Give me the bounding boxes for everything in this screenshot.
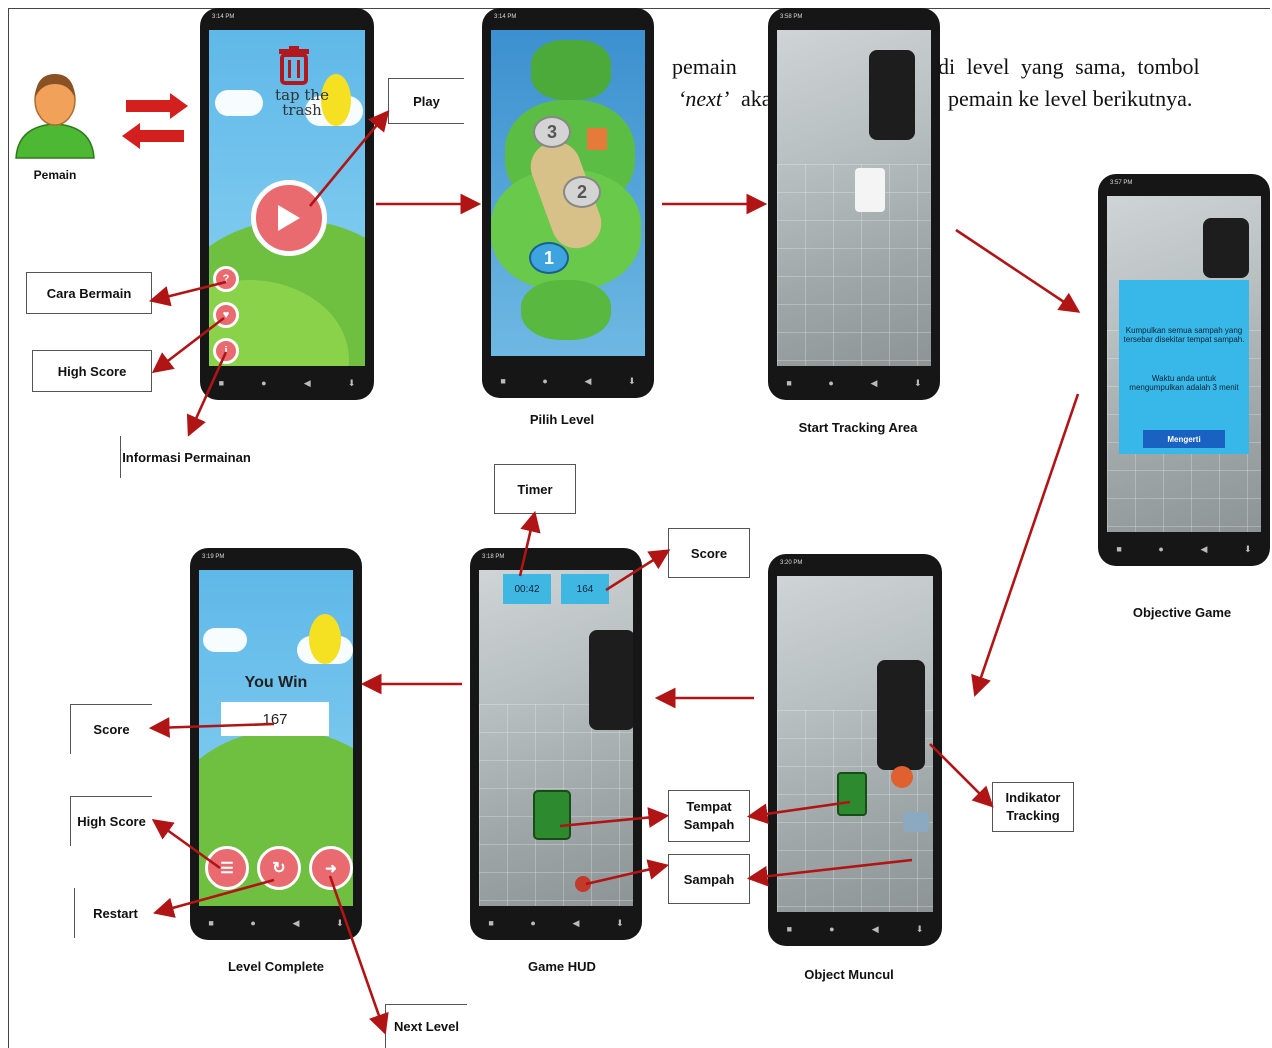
label-timer: Timer	[494, 464, 576, 514]
level-2-button[interactable]: 2	[563, 176, 601, 208]
label-informasi-permainan: Informasi Permainan	[120, 436, 252, 478]
level-1-button[interactable]: 1	[529, 242, 569, 274]
final-score: 167	[221, 702, 329, 736]
paragraph-line2-mid: aka	[741, 86, 772, 111]
nav-bar: ■●◀⬇	[786, 923, 924, 935]
label-tempat-sampah: Tempat Sampah	[668, 790, 750, 842]
nav-bar: ■●◀⬇	[1116, 543, 1252, 555]
camera-view	[777, 576, 933, 912]
floor	[777, 164, 931, 366]
label-high-score-complete: High Score	[70, 796, 152, 846]
camera-view: Kumpulkan semua sampah yang tersebar dis…	[1107, 196, 1261, 532]
cloud	[203, 628, 247, 652]
nav-bar: ■●◀⬇	[786, 377, 922, 389]
status-bar: 3:20 PM	[780, 560, 803, 566]
trash-bin-object	[837, 772, 867, 816]
island	[521, 280, 611, 340]
garbage-object[interactable]	[575, 876, 591, 892]
objective-text: Kumpulkan semua sampah yang tersebar dis…	[1123, 326, 1245, 344]
caption-pilih-level: Pilih Level	[529, 412, 595, 427]
caption-game-hud: Game HUD	[528, 959, 596, 974]
label-restart: Restart	[74, 888, 156, 938]
chair	[869, 50, 915, 140]
cloud	[215, 90, 263, 116]
hud-score: 164	[561, 574, 609, 604]
phone-level-complete: 3:19 PM You Win 167 ☰ ↻ ➜ ■●◀⬇	[190, 548, 362, 940]
phone-game-hud: 3:18 PM 00:42 164 ■●◀⬇	[470, 548, 642, 940]
how-to-play-button[interactable]: ?	[213, 266, 239, 292]
paragraph-next-word: ‘next’	[678, 86, 730, 111]
phone-level-select: 3:14 PM 3 2 1 ■●◀⬇	[482, 8, 654, 398]
level-complete-screen: You Win 167 ☰ ↻ ➜	[199, 570, 353, 906]
objective-time-text: Waktu anda untuk mengumpulkan adalah 3 m…	[1129, 374, 1239, 392]
play-button[interactable]	[251, 180, 327, 256]
nav-bar: ■●◀⬇	[500, 375, 636, 387]
caption-level-complete: Level Complete	[227, 959, 325, 974]
phone-start-tracking: 3:58 PM ■●◀⬇	[768, 8, 940, 400]
info-button[interactable]: i	[213, 338, 239, 364]
label-next-level: Next Level	[385, 1004, 467, 1048]
island	[531, 40, 611, 100]
restart-button[interactable]: ↻	[257, 846, 301, 890]
label-high-score-main: High Score	[32, 350, 152, 392]
status-bar: 3:18 PM	[482, 554, 505, 560]
label-sampah: Sampah	[668, 854, 750, 904]
level-map-screen: 3 2 1	[491, 30, 645, 356]
sun	[309, 614, 341, 664]
chair	[589, 630, 633, 730]
garbage-object	[903, 812, 929, 832]
label-play: Play	[388, 78, 464, 124]
high-score-button[interactable]: ☰	[205, 846, 249, 890]
caption-start-tracking: Start Tracking Area	[798, 420, 918, 435]
house-icon	[587, 128, 607, 150]
status-bar: 3:58 PM	[780, 14, 803, 20]
label-score-complete: Score	[70, 704, 152, 754]
chair	[877, 660, 925, 770]
label-indikator-tracking: Indikator Tracking	[992, 782, 1074, 832]
status-bar: 3:14 PM	[494, 14, 517, 20]
paragraph-line1-right: di level yang sama, tombol	[938, 54, 1200, 79]
level-3-button[interactable]: 3	[533, 116, 571, 148]
objective-dialog: Kumpulkan semua sampah yang tersebar dis…	[1119, 280, 1249, 454]
caption-objective-game: Objective Game	[1132, 605, 1232, 620]
trash-icon	[277, 46, 311, 86]
nav-bar: ■●◀⬇	[488, 917, 624, 929]
label-cara-bermain: Cara Bermain	[26, 272, 152, 314]
camera-view: 00:42 164	[479, 570, 633, 906]
label-score-hud: Score	[668, 528, 750, 578]
status-bar: 3:19 PM	[202, 554, 225, 560]
phone-objective: 3:57 PM Kumpulkan semua sampah yang ters…	[1098, 174, 1270, 566]
next-level-button[interactable]: ➜	[309, 846, 353, 890]
tracking-phone-icon	[855, 168, 885, 212]
nav-bar: ■●◀⬇	[218, 377, 356, 389]
phone-object-appear: 3:20 PM ■●◀⬇	[768, 554, 942, 946]
chair	[1203, 218, 1249, 278]
status-bar: 3:57 PM	[1110, 180, 1133, 186]
high-score-button[interactable]: ♥	[213, 302, 239, 328]
paragraph-line1-left: pemain	[672, 54, 737, 79]
hud-timer: 00:42	[503, 574, 551, 604]
actor-label: Pemain	[33, 168, 77, 182]
actor-icon	[14, 70, 96, 160]
understand-button[interactable]: Mengerti	[1143, 430, 1225, 448]
garbage-object	[891, 766, 913, 788]
camera-view	[777, 30, 931, 366]
caption-object-muncul: Object Muncul	[804, 967, 894, 982]
you-win-title: You Win	[244, 674, 308, 691]
nav-bar: ■●◀⬇	[208, 917, 344, 929]
paragraph-line2-right: pemain ke level berikutnya.	[948, 86, 1193, 111]
trash-bin-object[interactable]	[533, 790, 571, 840]
status-bar: 3:14 PM	[212, 14, 235, 20]
